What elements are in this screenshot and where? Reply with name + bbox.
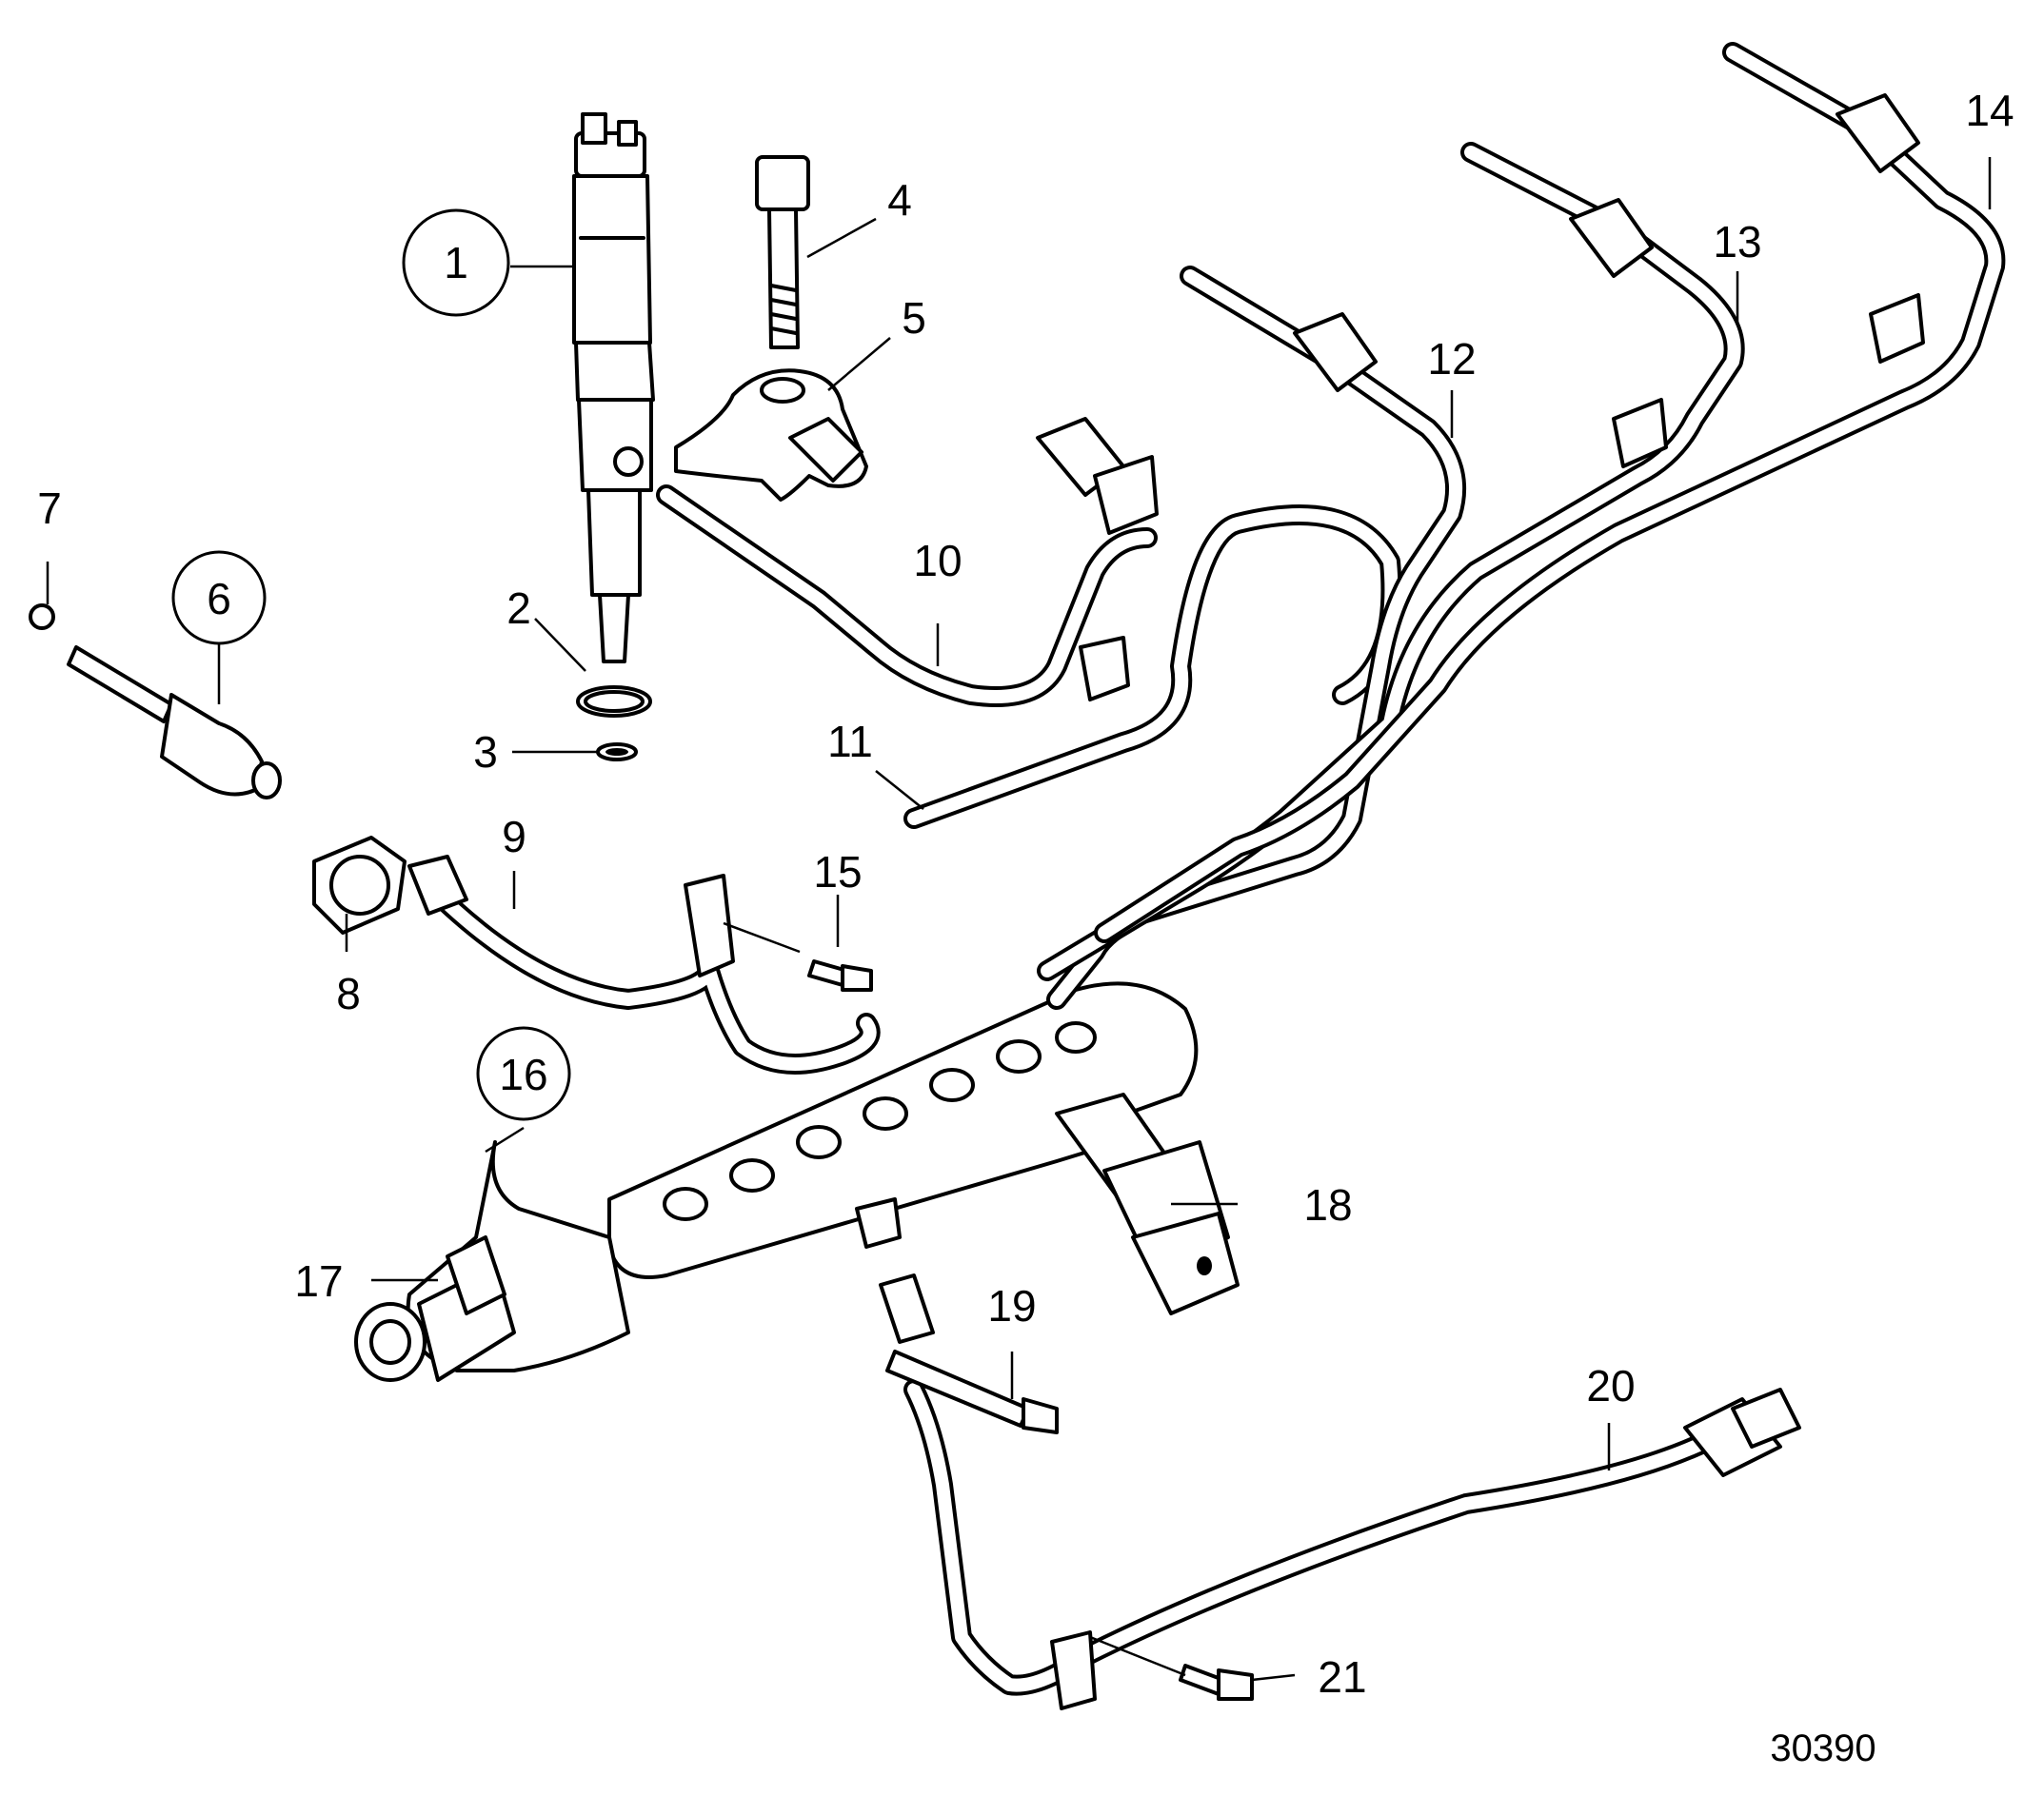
callout-3: 3 [473,727,498,777]
callout-15: 15 [813,847,862,897]
bolt-15 [807,959,873,992]
o-ring [576,685,652,718]
drawing-number: 30390 [1770,1727,1875,1769]
washer [596,742,638,761]
callout-ring-1 [402,208,510,317]
callout-ring-6 [171,550,267,645]
union-nut [312,836,407,935]
bolt-19 [885,1350,1059,1434]
glow-plug [29,603,282,799]
rail-fittings [663,1021,1097,1249]
callout-10: 10 [913,536,962,585]
pressure-relief-valve [354,1235,516,1382]
callout-2: 2 [506,583,531,633]
bolt-socket-head [755,155,810,349]
callout-9: 9 [502,812,526,861]
callout-19: 19 [987,1281,1036,1331]
callout-8: 8 [336,969,361,1018]
callout-20: 20 [1586,1361,1635,1411]
pipe-end-fittings [407,93,1920,1477]
callout-21: 21 [1318,1652,1366,1702]
callout-16: 16 [499,1050,547,1099]
callout-18: 18 [1303,1180,1352,1230]
callout-11: 11 [827,717,873,766]
callout-6: 6 [207,574,231,623]
injector [572,112,655,663]
callout-1: 1 [444,238,468,287]
callout-ring-16 [476,1026,571,1121]
callout-17: 17 [294,1256,343,1306]
delivery-pipes [418,42,2006,1696]
rail-pressure-sensor [1102,1140,1240,1315]
callout-14: 14 [1965,86,2014,135]
callout-labels: 1 2 3 4 5 6 7 8 9 10 11 12 13 14 15 16 1… [37,86,2014,1702]
pipe-clamps [684,293,1925,1710]
callout-4: 4 [887,175,912,225]
leader-lines [46,157,1992,1682]
bolt-21 [1179,1664,1254,1701]
callout-7: 7 [37,484,62,533]
callout-12: 12 [1427,334,1476,384]
callout-13: 13 [1713,217,1761,266]
callout-5: 5 [902,293,926,343]
